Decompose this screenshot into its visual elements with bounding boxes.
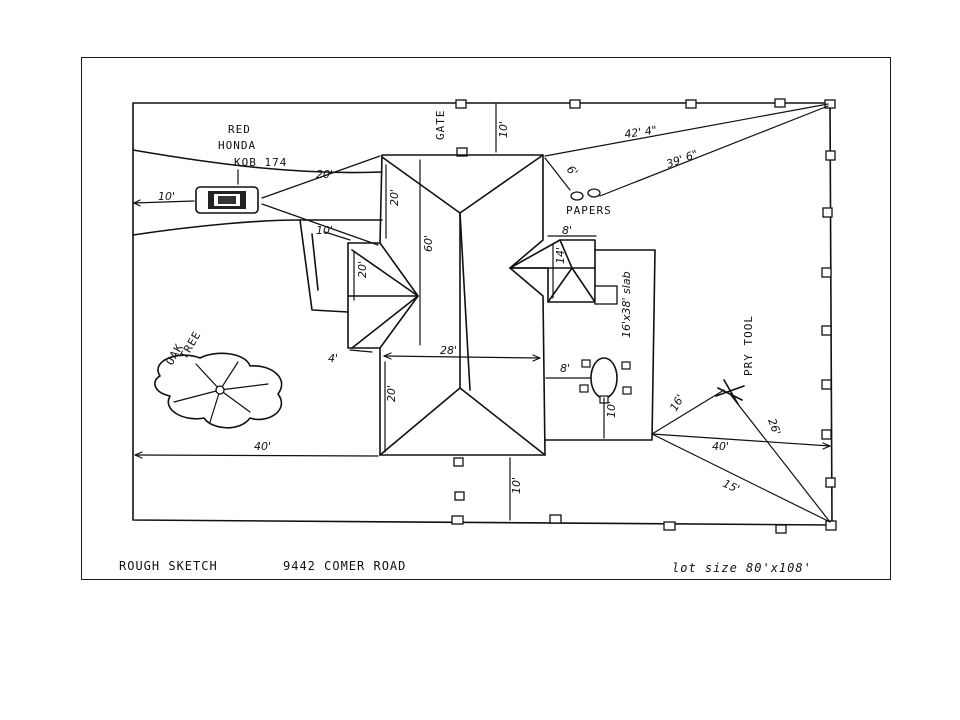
dim-26: 26' (729, 393, 831, 523)
svg-text:26': 26' (765, 417, 783, 437)
dim-10-top: 10' (495, 103, 510, 153)
pry-tool-label: PRY TOOL (742, 315, 755, 376)
dim-16: 16' (651, 389, 725, 435)
svg-text:20': 20' (356, 261, 369, 278)
patio-slab: 16'x38' slab (544, 249, 656, 441)
svg-text:10': 10' (158, 190, 175, 203)
caption-lot-size: lot size 80'x108' (672, 561, 812, 575)
svg-text:60': 60' (422, 235, 435, 252)
svg-text:16': 16' (667, 392, 687, 413)
svg-text:20': 20' (388, 189, 401, 206)
dim-10-patio: 10' (603, 397, 618, 439)
dim-10-garage: 10' (316, 224, 351, 241)
papers-icon (570, 188, 601, 201)
svg-text:40': 40' (254, 440, 271, 453)
car-icon (195, 186, 259, 214)
dim-14: 14' (552, 243, 567, 299)
dim-20-lower: 20' (384, 361, 398, 453)
svg-text:14': 14' (554, 247, 567, 264)
svg-text:6': 6' (564, 163, 580, 179)
dim-10-bottom: 10' (509, 457, 523, 521)
svg-text:8': 8' (560, 362, 570, 375)
dim-40-left: 40' (134, 440, 379, 459)
caption-left: ROUGH SKETCH (119, 559, 218, 573)
driveway (132, 149, 383, 236)
papers-label: PAPERS (566, 204, 612, 217)
dim-42-4: 42' 4" (544, 103, 829, 157)
svg-text:10': 10' (497, 121, 510, 138)
svg-text:15': 15' (721, 477, 742, 496)
dim-20-garage: 20' (385, 164, 401, 239)
dim-8-patio: 8' (545, 362, 591, 379)
dim-8-top: 8' (562, 224, 572, 237)
svg-text:16'x38' slab: 16'x38' slab (620, 271, 633, 338)
house-outline (299, 154, 546, 456)
svg-text:39' 6": 39' 6" (665, 147, 700, 170)
car-label-line3: KQB 174 (234, 156, 287, 169)
caption-address: 9442 COMER ROAD (283, 559, 406, 573)
svg-text:28': 28' (440, 344, 457, 357)
svg-text:20': 20' (385, 385, 398, 402)
car-label-line2: HONDA (218, 139, 256, 152)
dim-60: 60' (419, 159, 435, 346)
dim-10-street: 10' (133, 190, 195, 207)
svg-text:10': 10' (510, 477, 523, 494)
oak-tree-icon (154, 352, 283, 429)
svg-text:10': 10' (316, 224, 333, 237)
dim-28: 28' (383, 344, 541, 362)
dim-39-6: 39' 6" (599, 105, 829, 197)
dim-15: 15' (651, 433, 831, 523)
svg-text:4': 4' (328, 352, 338, 365)
patio-table-icon (579, 357, 632, 404)
svg-text:42' 4": 42' 4" (624, 124, 658, 141)
dim-40-right: 40' (651, 433, 831, 453)
svg-text:20': 20' (316, 168, 333, 181)
dim-20-wing: 20' (353, 251, 369, 301)
svg-text:10': 10' (605, 401, 618, 418)
svg-text:40': 40' (712, 440, 729, 453)
gate-label: GATE (434, 110, 447, 141)
car-label-line1: RED (228, 123, 251, 136)
dim-6: 6' (544, 157, 580, 191)
sketch-frame (81, 57, 891, 580)
dim-4: 4' (328, 349, 373, 365)
dim-20-drive: 20' (261, 155, 381, 246)
